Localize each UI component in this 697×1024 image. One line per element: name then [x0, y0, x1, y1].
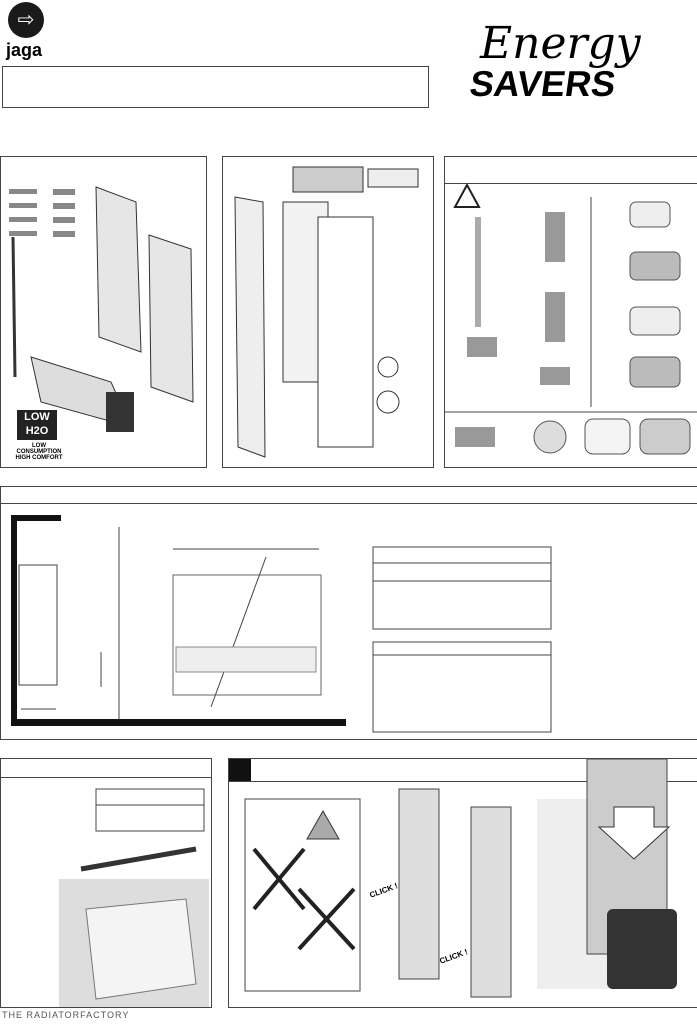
- step-number-box: [229, 759, 251, 781]
- logo-circle-icon: ⇨: [8, 2, 44, 38]
- panel-dimensions-header: [1, 487, 697, 504]
- badge-h2o: H2O: [25, 425, 49, 437]
- components-illustration: [234, 166, 419, 458]
- valves-illustration: [445, 182, 697, 455]
- low-h2o-badge: LOW H2O: [17, 410, 57, 440]
- badge-line1: LOW CONSUMPTION: [16, 443, 62, 455]
- badge-caption: LOW CONSUMPTION HIGH COMFORT: [9, 443, 69, 461]
- panel-package-contents: LOW H2O LOW CONSUMPTION HIGH COMFORT: [0, 156, 207, 468]
- logo-energy: Energy: [480, 18, 641, 69]
- cover-illustration: [59, 788, 209, 1007]
- badge-low: LOW: [24, 411, 50, 423]
- dimension-drawing: [11, 515, 552, 733]
- logo-savers: SAVERS: [467, 63, 619, 104]
- panel-valves-header: [445, 157, 697, 184]
- title-box: [2, 66, 429, 108]
- contents-illustration: [9, 186, 194, 432]
- panel-cover-handle: [0, 758, 212, 1008]
- panel-dimensions: [0, 486, 697, 740]
- jaga-logo: ⇨ jaga: [4, 2, 48, 62]
- steps-illustration: [244, 759, 677, 998]
- panel-steps-header: [229, 759, 697, 782]
- badge-line2: HIGH COMFORT: [15, 455, 63, 461]
- brand-name: jaga: [6, 40, 43, 60]
- panel-mounting-steps: CLICK ! CLICK !: [228, 758, 697, 1008]
- energy-savers-logo: Energy SAVERS: [467, 18, 641, 107]
- footer-brand: THE RADIATORFACTORY: [2, 1010, 130, 1020]
- panel-components: [222, 156, 434, 468]
- panel-valves: [444, 156, 697, 468]
- panel-cover-header: [1, 759, 211, 778]
